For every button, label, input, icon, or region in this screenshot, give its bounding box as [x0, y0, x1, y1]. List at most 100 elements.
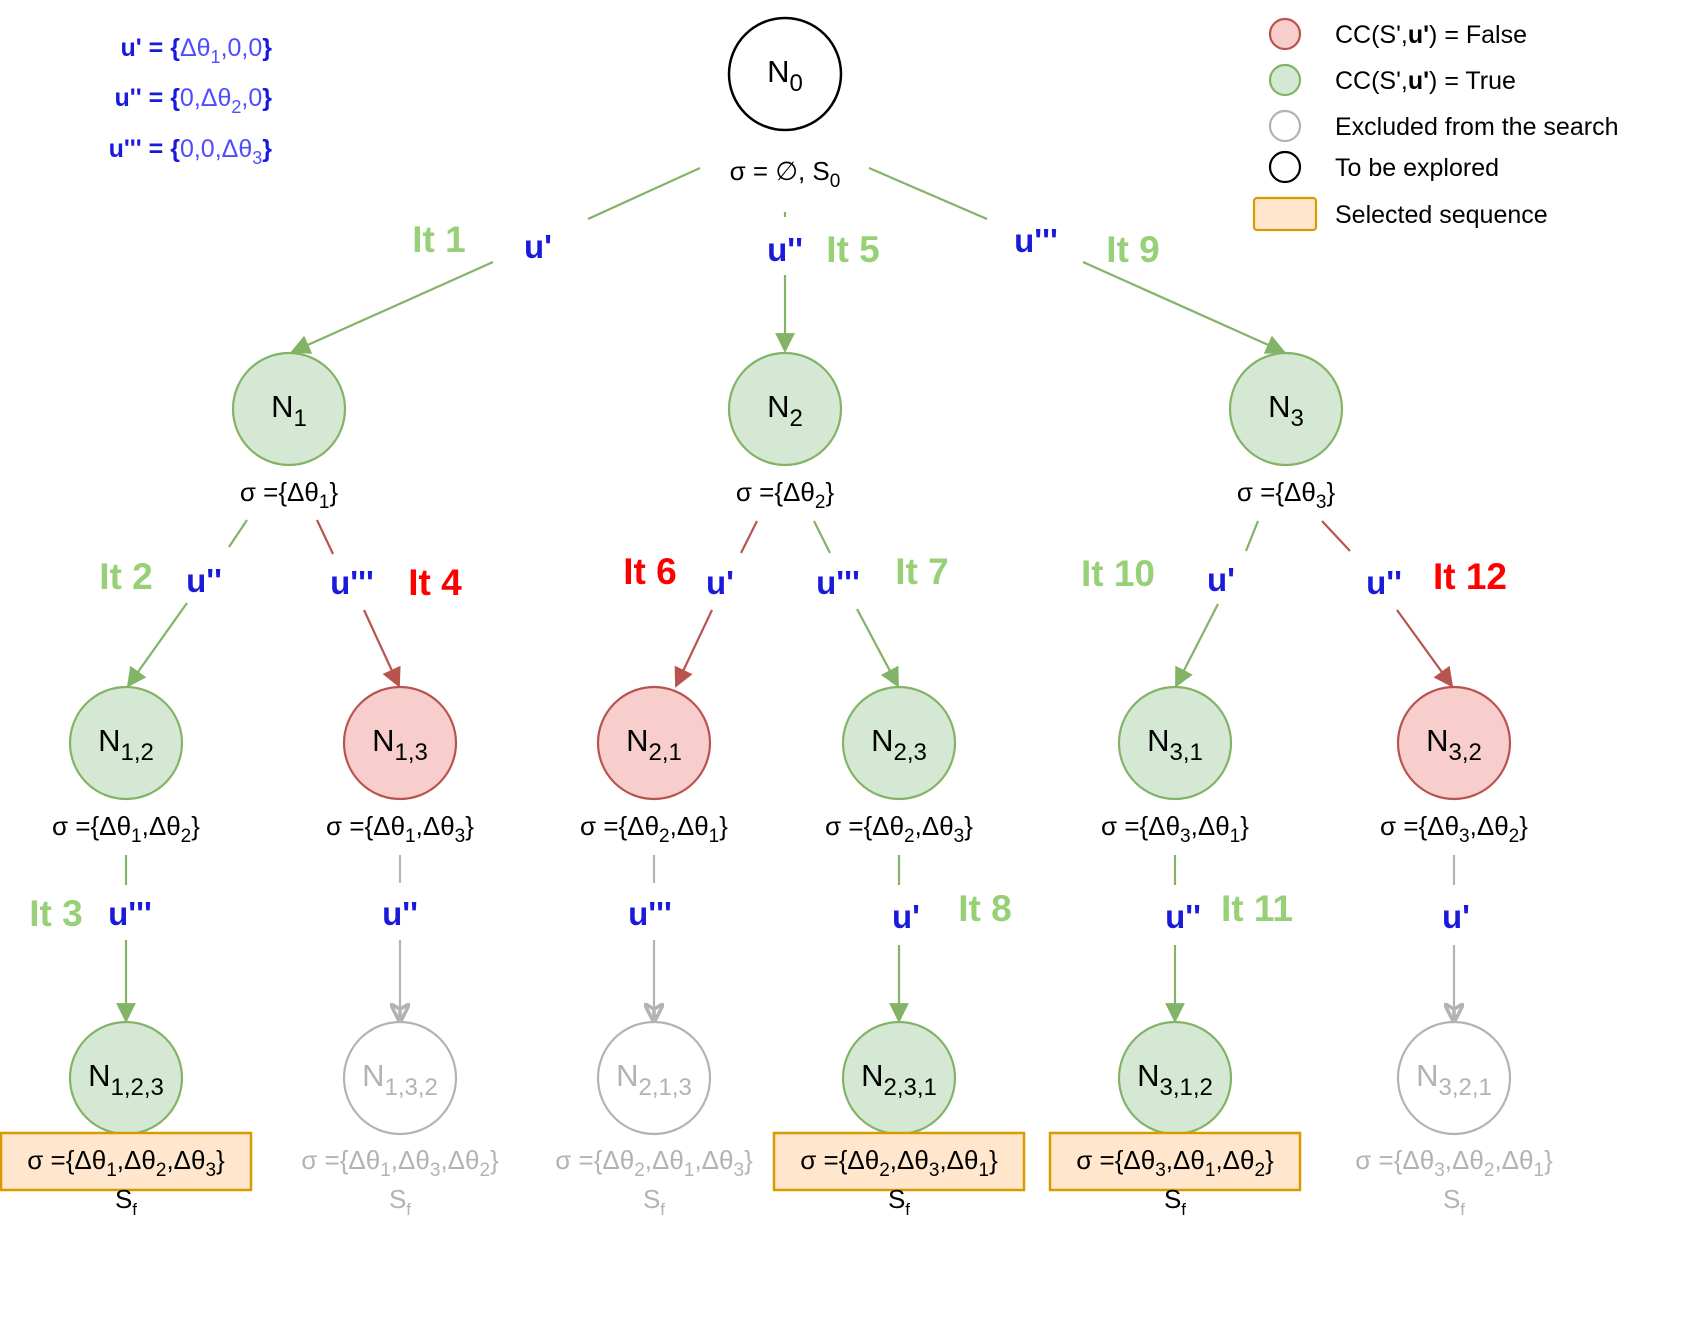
edge-n0-n2: u''It 5 [767, 212, 880, 353]
node-label: N3,2 [1426, 723, 1482, 766]
node-circle [1117, 685, 1233, 801]
node-n13: N1,3σ ={Δθ1,Δθ3} [326, 685, 474, 847]
iteration-label: It 3 [29, 893, 82, 934]
node-n312: N3,1,2 σ ={Δθ3,Δθ1,Δθ2}Sf [1048, 1020, 1302, 1219]
node-label: N3,1 [1147, 723, 1203, 766]
node-n213: N2,1,3σ ={Δθ2,Δθ1,Δθ3}Sf [555, 1020, 753, 1219]
node-label: N0 [767, 54, 803, 97]
control-label: u'' [1165, 898, 1201, 935]
legend-label: CC(S',u') = True [1335, 67, 1516, 95]
edge-n32-n321: u' [1442, 855, 1470, 1021]
iteration-label: It 2 [99, 556, 152, 597]
node-circle [1396, 1020, 1512, 1136]
node-sigma: σ = ∅, S0 [730, 156, 841, 192]
node-label: N1 [271, 389, 307, 432]
node-n31: N3,1 σ ={Δθ3,Δθ1} [1101, 685, 1249, 847]
node-sigma: σ ={Δθ1,Δθ2} [52, 811, 200, 847]
edge-arrow [674, 609, 713, 688]
node-circle [727, 351, 843, 467]
node-circle [342, 1020, 458, 1136]
edge-arrow [290, 260, 494, 354]
node-label: N2,3 [871, 723, 927, 766]
legend-swatch [1268, 150, 1302, 184]
control-label: u''' [628, 895, 672, 932]
control-label: u''' [108, 895, 152, 932]
legend-swatch [1268, 63, 1302, 97]
legend-label: To be explored [1335, 154, 1499, 182]
legend-item-false: CC(S',u') = False [1268, 17, 1527, 51]
control-label: u' [1207, 561, 1235, 598]
control-label: u' [706, 564, 734, 601]
final-state-label: Sf [643, 1184, 665, 1219]
legend-item-excluded: Excluded from the search [1268, 109, 1618, 143]
control-definition-1: u' = {Δθ1,0,0} [120, 34, 272, 67]
control-label: u' [524, 228, 552, 265]
node-label: N2,3,1 [861, 1058, 937, 1101]
node-sigma: σ ={Δθ3,Δθ1,Δθ2} [1076, 1145, 1274, 1181]
node-label: N1,2,3 [88, 1058, 164, 1101]
edge-n1-n13: u'''It 4 [316, 519, 462, 688]
node-sigma: σ ={Δθ2,Δθ1} [580, 811, 728, 847]
final-state-label: Sf [888, 1184, 910, 1219]
node-n2: N2σ ={Δθ2} [727, 351, 843, 513]
control-definition-2: u'' = {0,Δθ2,0} [115, 84, 273, 117]
edge-n2-n23: u'''It 7 [813, 520, 949, 688]
edge-line [316, 519, 334, 555]
final-state-label: Sf [1164, 1184, 1186, 1219]
node-label: N3,1,2 [1137, 1058, 1213, 1101]
node-circle [231, 351, 347, 467]
node-circle [841, 685, 957, 801]
edge-n1-n12: u'' It 2 [99, 519, 248, 688]
control-label: u'' [186, 562, 222, 599]
node-circle [342, 685, 458, 801]
legend-swatch [1252, 196, 1318, 232]
legend-swatch [1268, 109, 1302, 143]
node-n132: N1,3,2σ ={Δθ1,Δθ3,Δθ2}Sf [301, 1020, 499, 1219]
edge-n13-n132: u'' [382, 855, 418, 1021]
iteration-label: It 6 [623, 551, 676, 592]
edge-n2-n21: u' It 6 [623, 520, 758, 688]
edge-n3-n31: u' It 10 [1081, 520, 1260, 688]
iteration-label: It 1 [412, 219, 465, 260]
edge-line [740, 520, 758, 554]
node-n123: N1,2,3σ ={Δθ1,Δθ2,Δθ3}Sf [0, 1020, 253, 1219]
control-label: u'' [1366, 564, 1402, 601]
iteration-label: It 9 [1106, 229, 1159, 270]
node-label: N2 [767, 389, 803, 432]
node-sigma: σ ={Δθ3,Δθ2,Δθ1} [1355, 1145, 1553, 1181]
node-sigma: σ ={Δθ1,Δθ2,Δθ3} [27, 1145, 225, 1181]
node-n21: N2,1σ ={Δθ2,Δθ1} [580, 685, 728, 847]
edge-arrow [856, 608, 899, 688]
node-circle [727, 16, 843, 132]
node-sigma: σ ={Δθ2,Δθ3} [825, 811, 973, 847]
legend-item-true: CC(S',u') = True [1268, 63, 1516, 97]
legend-item-selected: Selected sequence [1252, 196, 1548, 232]
edge-line [1321, 520, 1351, 552]
control-definition-3: u''' = {0,0,Δθ3} [109, 135, 273, 168]
node-sigma: σ ={Δθ1} [240, 477, 339, 513]
edge-line [1244, 520, 1260, 552]
control-label: u''' [816, 564, 860, 601]
node-circle [1228, 351, 1344, 467]
node-sigma: σ ={Δθ3,Δθ1} [1101, 811, 1249, 847]
final-state-label: Sf [389, 1184, 411, 1219]
legend-swatch [1268, 17, 1302, 51]
node-n0: N0 σ = ∅, S0 [727, 16, 843, 192]
iteration-label: It 10 [1081, 553, 1155, 594]
iteration-label: It 5 [826, 229, 879, 270]
selected-sequence-box [772, 1131, 1026, 1192]
selected-sequence-box [0, 1131, 253, 1192]
edge-arrow [363, 609, 401, 688]
iteration-label: It 11 [1221, 888, 1293, 929]
node-label: N1,3,2 [362, 1058, 438, 1101]
node-circle [596, 1020, 712, 1136]
node-circle [68, 685, 184, 801]
edge-n0-n1: u' It 1 [290, 166, 701, 354]
node-label: N1,2 [98, 723, 154, 766]
edge-line [228, 519, 248, 548]
iteration-label: It 12 [1433, 556, 1507, 597]
edge-arrow [1082, 260, 1286, 354]
